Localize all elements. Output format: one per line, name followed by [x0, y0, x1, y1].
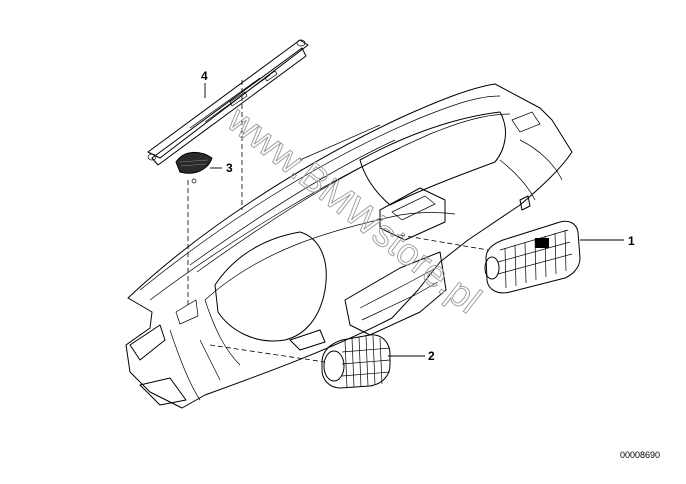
dashboard-panel — [125, 83, 573, 409]
right-air-vent — [484, 220, 581, 294]
dashed-assembly-lines — [187, 80, 489, 363]
callout-3: 3 — [226, 161, 233, 175]
callout-4: 4 — [201, 69, 208, 83]
callout-1: 1 — [628, 234, 635, 248]
figure-number: 00008690 — [620, 450, 660, 460]
watermark-text: www.BMWstore.pl — [219, 98, 489, 322]
callout-2: 2 — [428, 349, 435, 363]
defroster-grille — [175, 152, 213, 184]
left-air-vent — [321, 334, 391, 389]
callout-leader-lines — [204, 83, 624, 357]
defroster-trim-strip — [147, 39, 309, 166]
